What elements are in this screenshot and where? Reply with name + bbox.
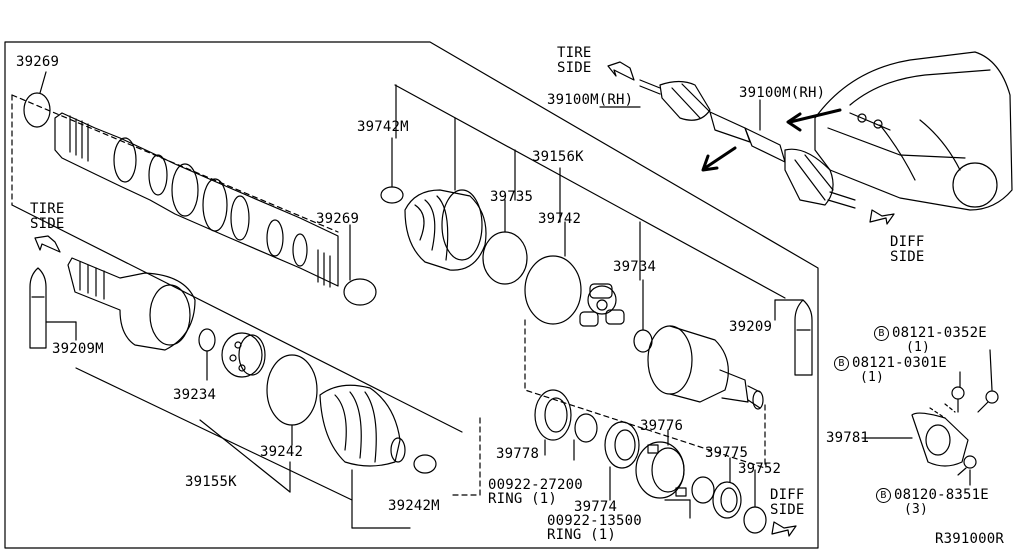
arrow-shaft-to-car (788, 108, 842, 124)
callout-39752: 39752 (738, 461, 782, 477)
label-diff-bottom-line2: SIDE (770, 502, 805, 518)
ring-clip-b (691, 476, 715, 504)
label-tire-top-line2: SIDE (557, 60, 592, 76)
drive-shaft-rh (639, 79, 856, 209)
clip-ring-mid (343, 278, 377, 306)
inner-race (221, 332, 266, 378)
callout-39155k: 39155K (185, 474, 237, 490)
bracket-assembly (911, 386, 999, 476)
callout-qty-1-b: (1) (860, 370, 885, 385)
callout-39269-mid: 39269 (316, 211, 360, 227)
callout-ring-a: RING (1) (488, 491, 558, 507)
divider-line-2 (11, 204, 463, 433)
callout-qty-1-a: (1) (906, 340, 931, 355)
housing-ring-part (635, 441, 687, 499)
callout-08121-0301e: 08121-0301E (834, 356, 947, 371)
band-ring-inner (524, 255, 582, 325)
callout-qty-3: (3) (904, 502, 929, 517)
callout-39209m: 39209M (52, 341, 104, 357)
callout-39778: 39778 (496, 446, 540, 462)
dashed-group-right (524, 319, 766, 469)
label-tire-top-line1: TIRE (557, 45, 592, 61)
clip-ring-top (23, 92, 51, 128)
callout-08121-0352e: 08121-0352E (874, 326, 987, 341)
label-diff-side-car: DIFF SIDE (890, 235, 925, 265)
arrow-tire-side-left (34, 235, 61, 253)
cv-joint-left (67, 257, 196, 351)
label-diff-bottom-line1: DIFF (770, 487, 805, 503)
dashed-group-shaft (11, 94, 339, 233)
label-tire-left-line2: SIDE (30, 216, 65, 232)
band-ring-small (482, 231, 528, 285)
tripod-spider (579, 283, 625, 327)
label-diff-car-line1: DIFF (890, 234, 925, 250)
joint-housing-right (647, 325, 764, 410)
divider-line-1 (394, 84, 786, 299)
grease-tube-right (794, 299, 813, 376)
label-tire-left-line1: TIRE (30, 201, 65, 217)
callout-39234: 39234 (173, 387, 217, 403)
seal-ring-b (712, 481, 742, 519)
dashed-group-inner (452, 417, 481, 496)
callout-39242m: 39242M (388, 498, 440, 514)
callout-39269-top: 39269 (16, 54, 60, 70)
callout-39100m-rh-car: 39100M(RH) (739, 85, 826, 101)
callout-00922-27200: 00922-27200 (488, 477, 583, 493)
callout-08120-8351e: 08120-8351E (876, 488, 989, 503)
band-ring-large (380, 186, 404, 204)
arrow-tire-side-top (607, 61, 635, 81)
assembly-frame (4, 41, 819, 549)
callout-ring-b: RING (1) (547, 527, 617, 543)
callout-39781: 39781 (826, 430, 870, 446)
label-diff-car-line2: SIDE (890, 249, 925, 265)
grease-tube-left (29, 267, 47, 349)
band-small-left (413, 454, 437, 474)
ring-clip-a (574, 413, 598, 443)
seal-ring-c (743, 506, 767, 534)
boot-left (319, 384, 406, 467)
label-diff-side-bottom: DIFF SIDE (770, 488, 805, 518)
callout-39776: 39776 (640, 418, 684, 434)
label-tire-side-top: TIRE SIDE (557, 46, 592, 76)
snap-ring-left (198, 328, 216, 352)
boot-right (404, 189, 487, 271)
car-silhouette (814, 51, 1013, 211)
callout-39735: 39735 (490, 189, 534, 205)
callout-39775: 39775 (705, 445, 749, 461)
callout-39742: 39742 (538, 211, 582, 227)
inner-shaft (54, 112, 339, 288)
label-tire-side-left: TIRE SIDE (30, 202, 65, 232)
reference-code: R391000R (935, 531, 1005, 547)
callout-39156k: 39156K (532, 149, 584, 165)
arrow-down-left (703, 146, 737, 170)
boot-band-left (266, 354, 318, 426)
callout-39209: 39209 (729, 319, 773, 335)
arrow-diff-side-car (869, 209, 895, 225)
bearing-part (604, 421, 640, 469)
seal-ring-a (534, 389, 572, 441)
callout-39242: 39242 (260, 444, 304, 460)
callout-00922-13500: 00922-13500 (547, 513, 642, 529)
arrow-diff-side-bottom (771, 521, 797, 537)
callout-39100m-rh-top: 39100M(RH) (547, 92, 634, 108)
callout-39774: 39774 (574, 499, 618, 515)
callout-39734: 39734 (613, 259, 657, 275)
callout-39742m: 39742M (357, 119, 409, 135)
